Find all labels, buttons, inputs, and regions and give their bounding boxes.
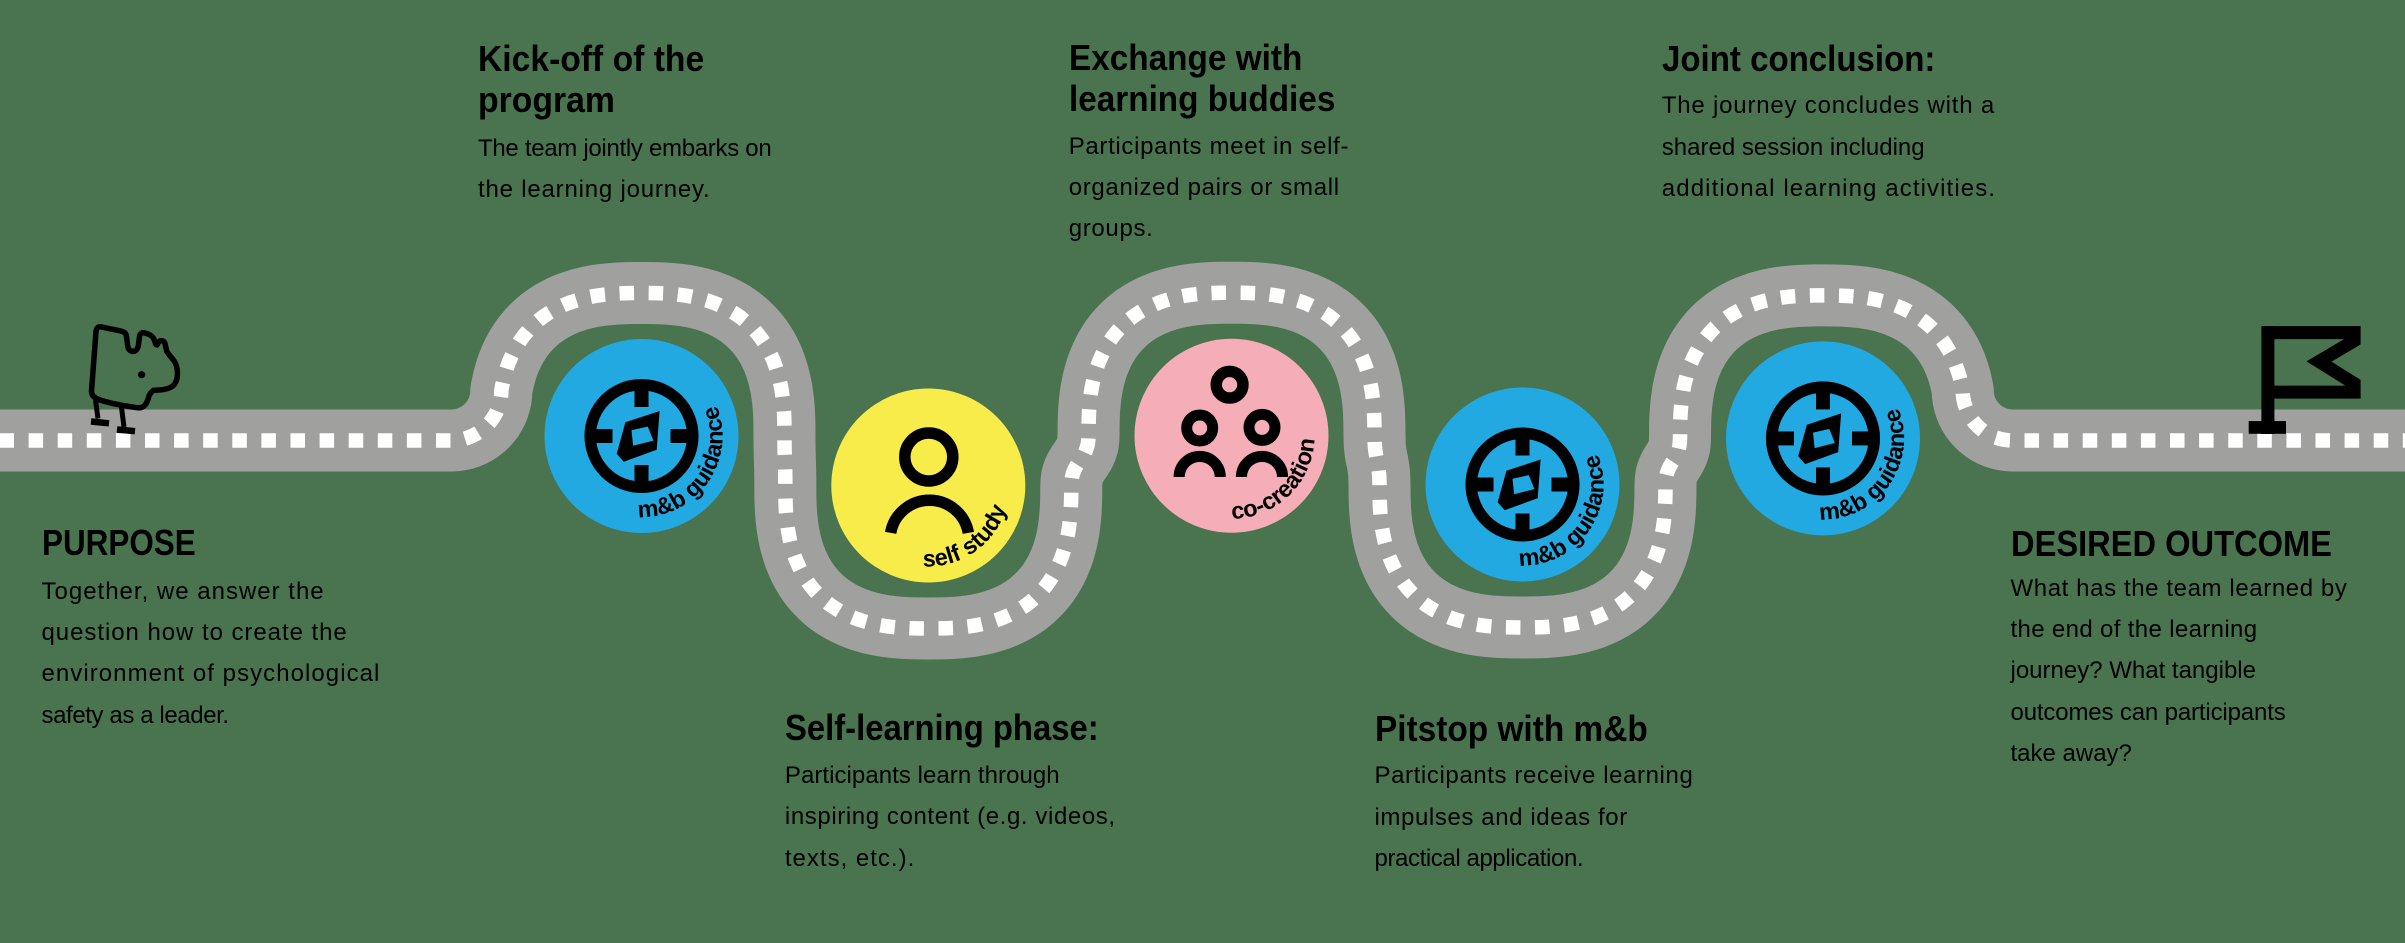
annotation-joint-conclusion-title: Joint conclusion: [1661,37,1936,79]
annotation-pitstop-title: Pitstop with m&b [1374,708,1648,749]
stage-circle-guidance-2 [1425,387,1620,582]
group-shoulders-left [1173,450,1226,478]
annotation-exchange-body: Participants meet in self-organized pair… [1068,132,1350,243]
flag-banner [2270,326,2361,399]
dog-foot-right [116,426,136,435]
dog-leg-right [118,403,127,428]
stage-circle-co-creation [1134,338,1329,533]
annotation-self-learning: Self-learning phase: Participants learn … [785,707,1134,879]
dog-leg-left [93,399,101,419]
group-head-top [1210,365,1249,404]
group-shoulders-right [1235,450,1289,478]
annotation-purpose-title: PURPOSE [41,522,196,563]
person-icon [884,427,975,535]
annotation-joint-conclusion: Joint conclusion: The journey concludes … [1662,38,1996,210]
annotation-pitstop: Pitstop with m&b Participants receive le… [1375,708,1694,879]
dog-mascot-icon [88,324,181,435]
dog-foot-left [90,418,110,427]
annotation-desired-outcome: DESIRED OUTCOME What has the team learne… [2011,523,2370,775]
person-shoulders [884,494,975,535]
annotation-self-learning-title: Self-learning phase: [784,706,1099,748]
person-head [899,427,959,487]
group-head-left [1181,409,1219,447]
stage-circle-guidance-1 [544,339,739,533]
finish-flag-icon [2248,326,2361,434]
annotation-desired-outcome-title: DESIRED OUTCOME [2010,522,2332,564]
dog-eye [138,371,146,379]
group-icon [1173,365,1289,478]
flag-base [2248,421,2286,434]
flag-pole [2261,326,2275,434]
stage-circle-guidance-3 [1726,341,1920,536]
group-head-right [1243,408,1281,446]
dog-body-outline [88,324,181,411]
